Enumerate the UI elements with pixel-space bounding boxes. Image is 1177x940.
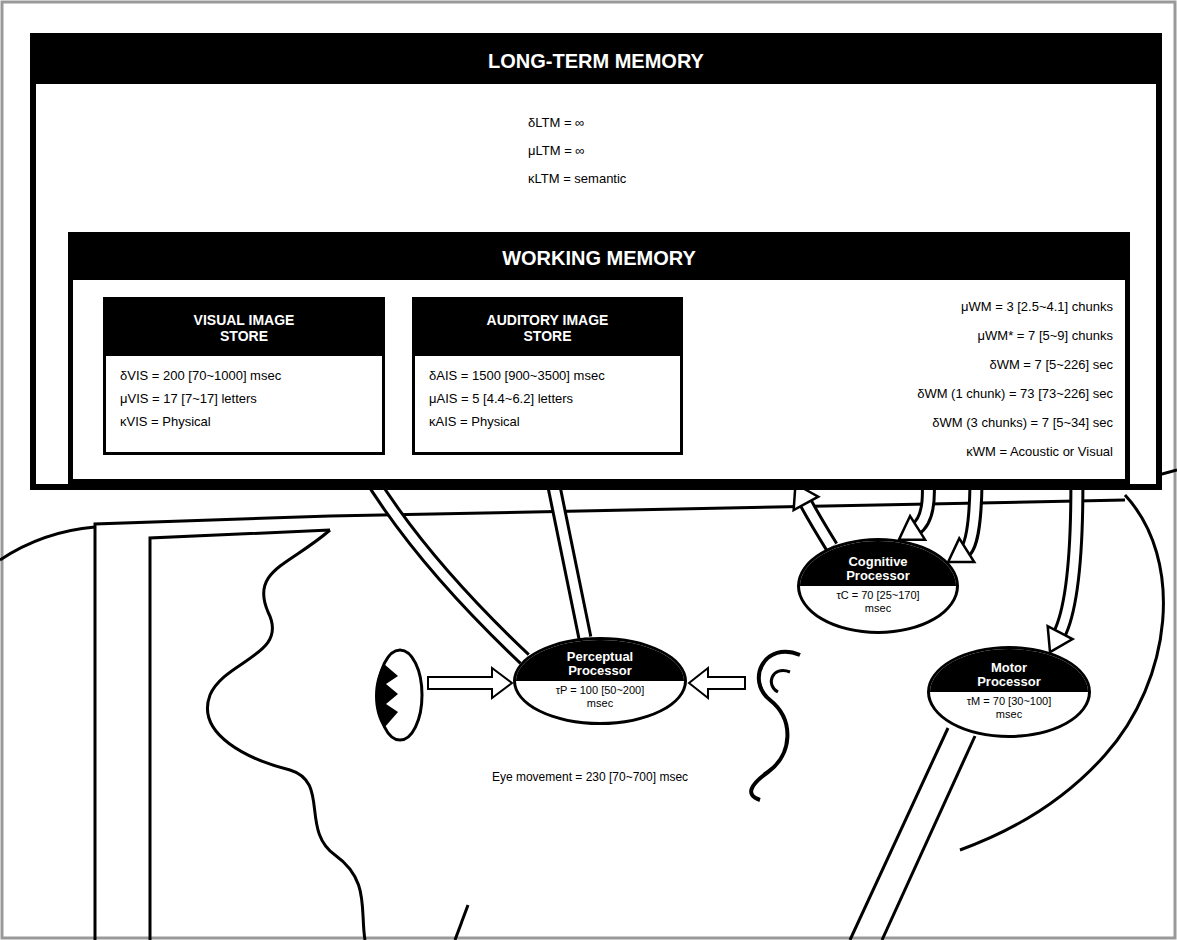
arrow-shaft-outline	[1059, 484, 1077, 635]
connector-arrow	[899, 484, 928, 540]
rate-text: τP = 100 [50~200] msec	[550, 684, 650, 710]
header-text: VISUAL IMAGE STORE	[174, 312, 314, 344]
connector-arrow	[794, 484, 832, 547]
processor-name: Motor Processor	[964, 661, 1054, 689]
motor-output	[850, 728, 948, 940]
face-profile	[207, 530, 365, 940]
parameter-text: μAIS = 5 [4.4~6.2] letters	[429, 387, 666, 410]
eye-pupil	[375, 664, 398, 728]
parameter-list: δLTM = ∞μLTM = ∞κLTM = semantic	[528, 109, 748, 193]
memory-box: LONG-TERM MEMORY δLTM = ∞μLTM = ∞κLTM = s…	[30, 33, 1162, 490]
header-bar: LONG-TERM MEMORY	[36, 39, 1156, 84]
arrow-shaft-outline	[805, 501, 832, 547]
arrow-shaft-fill	[964, 484, 976, 552]
parameter-list: δVIS = 200 [70~1000] msecμVIS = 17 [7~17…	[106, 356, 382, 441]
processor-ellipse: Cognitive Processor τC = 70 [25~170] msec	[797, 538, 959, 634]
processor-ellipse: Perceptual Processor τP = 100 [50~200] ms…	[513, 637, 687, 725]
parameter-text: δLTM = ∞	[528, 109, 748, 137]
arrow-shaft-fill	[805, 501, 832, 547]
arrow-shaft-fill	[1059, 484, 1077, 635]
parameter-list: δAIS = 1500 [900~3500] msecμAIS = 5 [4.4…	[415, 356, 680, 441]
arrow-shaft-outline	[915, 484, 928, 529]
header-bar: AUDITORY IMAGE STORE	[415, 300, 680, 356]
head-contour	[455, 905, 468, 940]
head-contour	[0, 527, 95, 560]
arrow-head	[899, 516, 925, 540]
input-arrow	[428, 668, 512, 698]
parameter-text: μVIS = 17 [7~17] letters	[120, 387, 368, 410]
processor-header: Perceptual Processor	[516, 640, 684, 681]
ear-symbol	[751, 652, 800, 800]
header-text: AUDITORY IMAGE STORE	[473, 312, 623, 344]
header-text: WORKING MEMORY	[502, 247, 696, 270]
processor-header: Cognitive Processor	[800, 541, 956, 586]
arrow-shaft-fill	[915, 484, 928, 529]
parameter-text: μWM = 3 [2.5~4.1] chunks	[753, 292, 1113, 321]
processor-rate: τC = 70 [25~170] msec	[800, 586, 956, 631]
header-text: LONG-TERM MEMORY	[488, 50, 704, 73]
processor-ellipse: Motor Processor τM = 70 [30~100] msec	[927, 646, 1091, 738]
header-bar: WORKING MEMORY	[73, 237, 1125, 280]
head-contour	[330, 500, 1125, 516]
arrow-shaft-outline	[367, 471, 525, 659]
rate-text: τM = 70 [30~100] msec	[959, 695, 1059, 721]
store-box: AUDITORY IMAGE STORE δAIS = 1500 [900~350…	[412, 297, 683, 455]
parameter-text: κLTM = semantic	[528, 165, 748, 193]
input-arrow	[689, 668, 745, 698]
parameter-text: δVIS = 200 [70~1000] msec	[120, 364, 368, 387]
processor-header: Motor Processor	[930, 649, 1088, 692]
processor-name: Cognitive Processor	[833, 555, 923, 583]
store-box: VISUAL IMAGE STORE δVIS = 200 [70~1000] m…	[103, 297, 385, 455]
motor-output	[882, 736, 975, 940]
connector-arrow	[1048, 484, 1077, 652]
processor-rate: τM = 70 [30~100] msec	[930, 692, 1088, 735]
parameter-text: δWM (3 chunks) = 7 [5~34] sec	[753, 408, 1113, 437]
arrow-shaft-fill	[367, 471, 525, 659]
parameter-text: κWM = Acoustic or Visual	[753, 437, 1113, 466]
parameter-list: μWM = 3 [2.5~4.1] chunksμWM* = 7 [5~9] c…	[753, 292, 1113, 466]
memory-box: WORKING MEMORY μWM = 3 [2.5~4.1] chunksμW…	[68, 232, 1130, 484]
parameter-text: δWM = 7 [5~226] sec	[753, 350, 1113, 379]
parameter-text: μLTM = ∞	[528, 137, 748, 165]
window-frame	[150, 530, 330, 940]
header-bar: VISUAL IMAGE STORE	[106, 300, 382, 356]
timing-label: Eye movement = 230 [70~700] msec	[440, 770, 740, 784]
ear-symbol	[771, 671, 790, 692]
arrow-shaft-fill	[551, 474, 585, 638]
arrow-shaft-outline	[964, 484, 976, 552]
parameter-text: δWM (1 chunk) = 73 [73~226] sec	[753, 379, 1113, 408]
rate-text: τC = 70 [25~170] msec	[828, 589, 928, 615]
parameter-text: μWM* = 7 [5~9] chunks	[753, 321, 1113, 350]
parameter-text: κVIS = Physical	[120, 410, 368, 433]
processor-name: Perceptual Processor	[555, 650, 645, 678]
parameter-text: κAIS = Physical	[429, 410, 666, 433]
arrow-shaft-outline	[551, 474, 585, 638]
parameter-text: δAIS = 1500 [900~3500] msec	[429, 364, 666, 387]
processor-rate: τP = 100 [50~200] msec	[516, 681, 684, 722]
